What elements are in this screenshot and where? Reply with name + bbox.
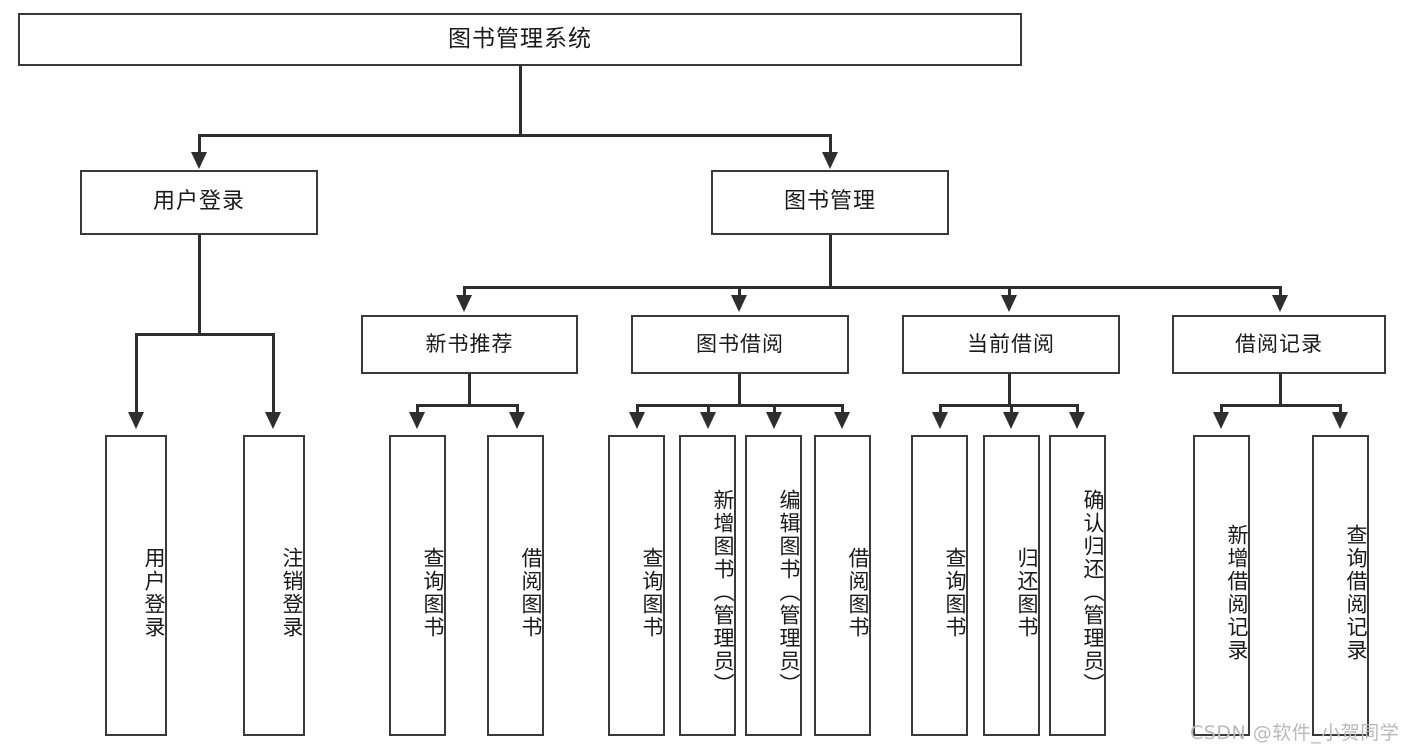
connector-borrowrecord-drop-1: [1220, 404, 1223, 414]
node-current-borrow[interactable]: 当前借阅: [902, 315, 1120, 374]
arrowhead-leaf-query-book-1: [409, 412, 425, 429]
node-leaf-query-borrow-record[interactable]: 查询借阅记录: [1312, 435, 1369, 736]
leaf-label: 查询图书: [421, 546, 445, 639]
node-book-manage[interactable]: 图书管理: [711, 170, 949, 235]
connector-borrowrecord-stem: [1279, 374, 1282, 406]
node-leaf-return-book[interactable]: 归还图书: [983, 435, 1040, 736]
arrowhead-book-borrow: [731, 295, 747, 312]
connector-bookmanage-drop-4: [1279, 286, 1282, 297]
arrowhead-leaf-add-borrow-record: [1213, 412, 1229, 429]
arrowhead-leaf-borrow-book-2: [834, 412, 850, 429]
arrowhead-leaf-borrow-book-1: [509, 412, 525, 429]
connector-bookmanage-stem: [829, 235, 832, 288]
connector-userlogin-stem: [198, 235, 201, 335]
arrowhead-leaf-return-book: [1003, 412, 1019, 429]
connector-userlogin-bus: [135, 333, 273, 336]
node-leaf-borrow-book-1[interactable]: 借阅图书: [487, 435, 544, 736]
connector-bookmanage-drop-1: [463, 286, 466, 297]
node-leaf-query-book-1[interactable]: 查询图书: [389, 435, 446, 736]
connector-userlogin-drop-1: [135, 333, 138, 414]
node-user-login[interactable]: 用户登录: [80, 170, 318, 235]
leaf-label: 用户登录: [142, 546, 166, 639]
arrowhead-leaf-edit-book: [766, 412, 782, 429]
node-leaf-borrow-book-2[interactable]: 借阅图书: [814, 435, 871, 736]
connector-root-stem: [519, 66, 522, 136]
node-book-borrow[interactable]: 图书借阅: [631, 315, 849, 374]
connector-root-bus: [198, 134, 831, 137]
leaf-label: 查询图书: [943, 546, 967, 639]
node-leaf-add-borrow-record[interactable]: 新增借阅记录: [1193, 435, 1250, 736]
arrowhead-current-borrow: [1001, 295, 1017, 312]
leaf-label: 确认归还（管理员）: [1081, 489, 1105, 696]
node-root[interactable]: 图书管理系统: [18, 13, 1022, 66]
connector-newbook-drop-2: [516, 404, 519, 414]
node-leaf-confirm-return[interactable]: 确认归还（管理员）: [1049, 435, 1106, 736]
connector-bookborrow-stem: [738, 374, 741, 406]
arrowhead-leaf-user-logout: [265, 412, 281, 429]
leaf-label: 归还图书: [1015, 546, 1039, 639]
arrowhead-new-book-recommend: [456, 295, 472, 312]
connector-borrowrecord-drop-2: [1339, 404, 1342, 414]
connector-bookborrow-drop-4: [841, 404, 844, 414]
leaf-label: 查询图书: [640, 546, 664, 639]
node-leaf-add-book[interactable]: 新增图书（管理员）: [679, 435, 736, 736]
arrowhead-leaf-query-borrow-record: [1332, 412, 1348, 429]
connector-root-drop-right: [829, 134, 832, 154]
arrowhead-leaf-query-book-2: [629, 412, 645, 429]
leaf-label: 编辑图书（管理员）: [777, 489, 801, 696]
node-leaf-user-logout[interactable]: 注销登录: [243, 435, 305, 736]
arrowhead-borrow-record: [1272, 295, 1288, 312]
connector-currentborrow-drop-2: [1010, 404, 1013, 414]
connector-root-drop-left: [198, 134, 201, 154]
connector-bookborrow-drop-2: [707, 404, 710, 414]
arrowhead-book-manage: [822, 152, 838, 169]
node-leaf-user-login[interactable]: 用户登录: [105, 435, 167, 736]
connector-userlogin-drop-2: [272, 333, 275, 414]
node-leaf-query-book-3[interactable]: 查询图书: [911, 435, 968, 736]
connector-newbook-drop-1: [416, 404, 419, 414]
arrowhead-leaf-add-book: [700, 412, 716, 429]
connector-borrowrecord-bus: [1220, 404, 1341, 407]
connector-currentborrow-drop-1: [939, 404, 942, 414]
connector-newbook-stem: [468, 374, 471, 406]
connector-bookborrow-bus: [636, 404, 843, 407]
node-leaf-query-book-2[interactable]: 查询图书: [608, 435, 665, 736]
leaf-label: 新增借阅记录: [1225, 523, 1249, 662]
arrowhead-leaf-query-book-3: [932, 412, 948, 429]
arrowhead-leaf-confirm-return: [1069, 412, 1085, 429]
node-leaf-edit-book[interactable]: 编辑图书（管理员）: [745, 435, 802, 736]
connector-newbook-bus: [416, 404, 518, 407]
leaf-label: 借阅图书: [846, 546, 870, 639]
connector-currentborrow-stem: [1008, 374, 1011, 406]
connector-bookborrow-drop-1: [636, 404, 639, 414]
connector-bookmanage-drop-3: [1008, 286, 1011, 297]
leaf-label: 查询借阅记录: [1344, 523, 1368, 662]
leaf-label: 借阅图书: [519, 546, 543, 639]
leaf-label: 注销登录: [280, 546, 304, 639]
connector-currentborrow-drop-3: [1076, 404, 1079, 414]
arrowhead-user-login: [191, 152, 207, 169]
connector-bookborrow-drop-3: [773, 404, 776, 414]
node-new-book-recommend[interactable]: 新书推荐: [361, 315, 578, 374]
leaf-label: 新增图书（管理员）: [711, 489, 735, 696]
connector-bookmanage-bus: [463, 286, 1281, 289]
node-borrow-record[interactable]: 借阅记录: [1172, 315, 1386, 374]
arrowhead-leaf-user-login: [128, 412, 144, 429]
connector-currentborrow-bus: [939, 404, 1078, 407]
connector-bookmanage-drop-2: [738, 286, 741, 297]
